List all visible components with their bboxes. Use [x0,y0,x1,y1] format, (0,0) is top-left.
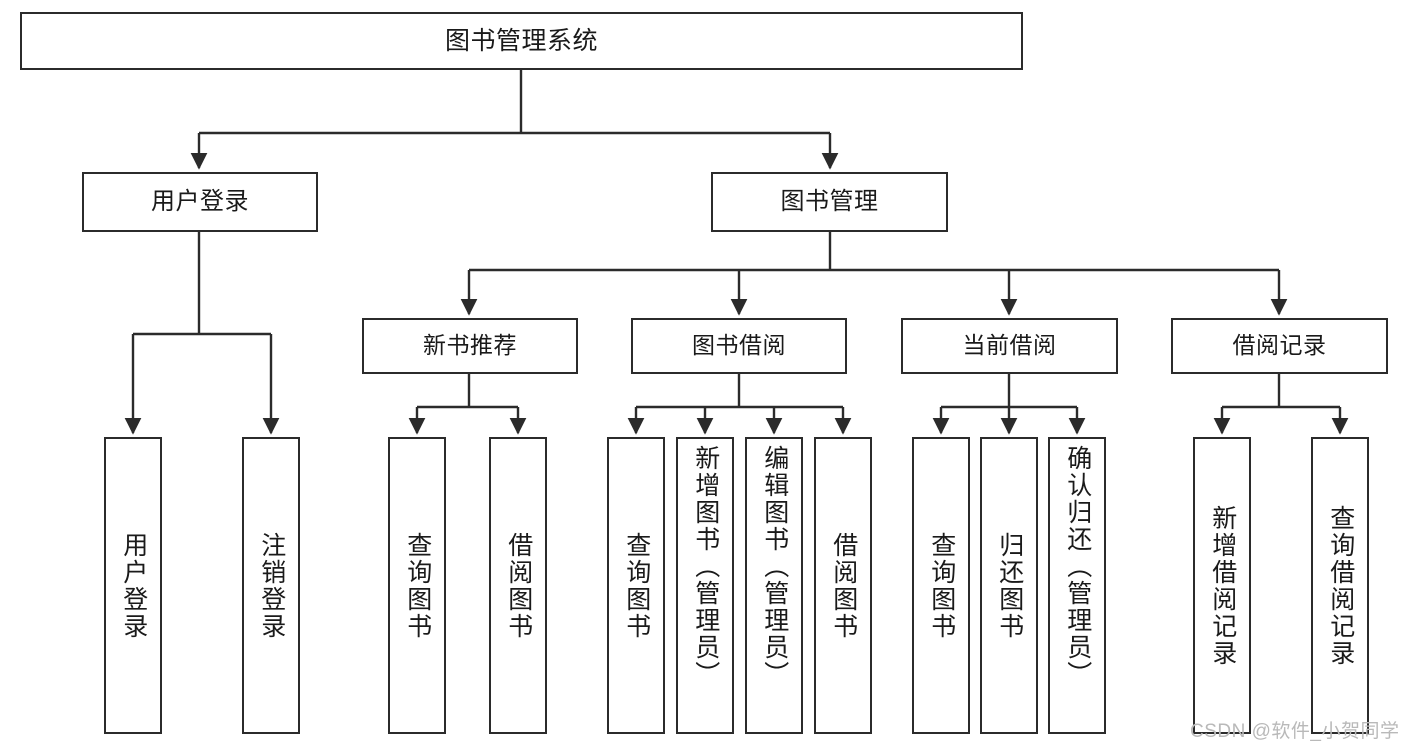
node-label: 当前借阅 [962,332,1057,359]
node-root-book-management-system[interactable]: 图书管理系统 [20,12,1023,70]
node-label: 图书管理系统 [444,27,598,55]
node-label: 借阅图书 [829,531,858,640]
node-current-borrow[interactable]: 当前借阅 [901,318,1118,374]
node-label: 查询借阅记录 [1326,504,1355,667]
node-label: 新增借阅记录 [1208,504,1237,667]
node-label: 查询图书 [622,531,651,640]
leaf-book-borrow-query-book[interactable]: 查询图书 [607,437,665,734]
leaf-borrow-record-query-record[interactable]: 查询借阅记录 [1311,437,1369,734]
leaf-new-book-query-book[interactable]: 查询图书 [388,437,446,734]
leaf-new-book-borrow-book[interactable]: 借阅图书 [489,437,547,734]
node-label: 查询图书 [403,531,432,640]
node-label: 用户登录 [151,187,249,215]
node-user-login[interactable]: 用户登录 [82,172,318,232]
node-book-borrow[interactable]: 图书借阅 [631,318,847,374]
leaf-book-borrow-borrow-book[interactable]: 借阅图书 [814,437,872,734]
node-label: 图书借阅 [692,332,786,359]
node-label: 新增图书（管理员） [691,445,720,688]
node-label: 借阅图书 [504,531,533,640]
leaf-user-login-login[interactable]: 用户登录 [104,437,162,734]
csdn-watermark: CSDN @软件_小贺同学 [1190,721,1400,742]
leaf-book-borrow-add-book-admin[interactable]: 新增图书（管理员） [676,437,734,734]
node-label: 新书推荐 [423,332,517,359]
leaf-current-borrow-return-book[interactable]: 归还图书 [980,437,1038,734]
node-label: 归还图书 [995,531,1024,640]
node-label: 图书管理 [780,187,879,215]
node-new-book-recommend[interactable]: 新书推荐 [362,318,578,374]
node-book-management[interactable]: 图书管理 [711,172,948,232]
node-label: 注销登录 [257,531,286,640]
leaf-borrow-record-add-record[interactable]: 新增借阅记录 [1193,437,1251,734]
node-label: 借阅记录 [1232,332,1327,359]
node-label: 确认归还（管理员） [1063,445,1092,688]
leaf-user-login-logout[interactable]: 注销登录 [242,437,300,734]
leaf-current-borrow-query-book[interactable]: 查询图书 [912,437,970,734]
node-borrow-record[interactable]: 借阅记录 [1171,318,1388,374]
leaf-book-borrow-edit-book-admin[interactable]: 编辑图书（管理员） [745,437,803,734]
node-label: 查询图书 [927,531,956,640]
node-label: 编辑图书（管理员） [760,445,789,688]
leaf-current-borrow-confirm-return-admin[interactable]: 确认归还（管理员） [1048,437,1106,734]
node-label: 用户登录 [119,531,148,640]
